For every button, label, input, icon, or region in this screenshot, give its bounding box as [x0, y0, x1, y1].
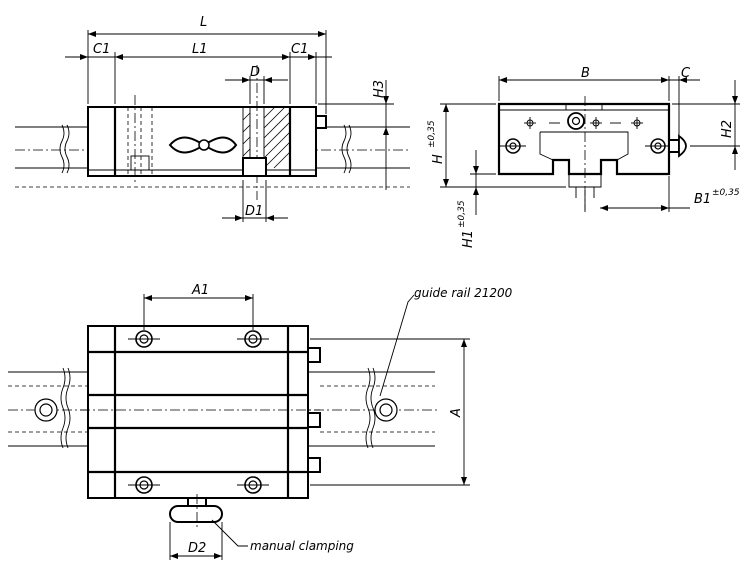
dim-C: C [681, 66, 691, 81]
dim-D2: D2 [188, 541, 206, 556]
dim-A: A [449, 408, 464, 418]
dim-B1-tolerance: ±0,35 [712, 188, 740, 198]
dim-H: H [431, 154, 446, 164]
dim-L1: L1 [192, 42, 208, 57]
dim-A1: A1 [191, 283, 209, 298]
manual-clamping-label: manual clamping [250, 539, 354, 553]
side-view: L C1 L1 C1 D D1 H3 [15, 15, 410, 222]
dim-D1: D1 [245, 204, 263, 219]
front-view: B C H ±0,35 H2 H1 ±0,35 B1 ±0,35 [427, 66, 740, 248]
top-view: A1 A D2 guide rail 21200 manual clamping [8, 283, 513, 560]
dim-B1: B1 [694, 192, 711, 207]
dim-C1-left: C1 [93, 42, 110, 57]
dim-H3: H3 [372, 80, 387, 98]
dim-B: B [581, 66, 590, 81]
dim-H2: H2 [720, 120, 735, 138]
dim-H1: H1 [461, 230, 476, 248]
dim-D: D [250, 65, 260, 80]
dim-H1-tolerance: ±0,35 [457, 200, 467, 228]
dim-C1-right: C1 [291, 42, 308, 57]
guide-rail-label: guide rail 21200 [414, 286, 513, 300]
dim-L: L [200, 15, 207, 30]
dim-H-tolerance: ±0,35 [427, 120, 437, 148]
